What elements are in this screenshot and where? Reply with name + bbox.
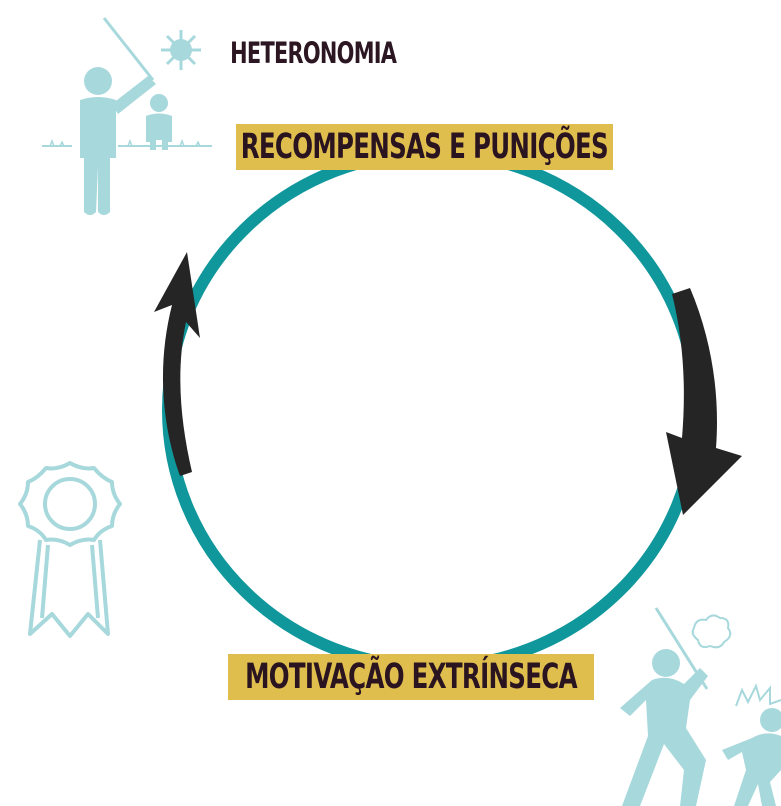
label-bottom-background (228, 654, 594, 700)
clockwise-arrow-icon (666, 288, 742, 515)
label-rewards-punishments: RECOMPENSAS E PUNIÇÕES (240, 127, 609, 167)
adult-child-sun-icon (42, 17, 212, 215)
label-top-background (236, 124, 613, 170)
chasing-figures-icon (620, 607, 781, 806)
cycle-ring (162, 147, 702, 673)
award-ribbon-icon (18, 461, 122, 638)
counterclockwise-arrow-icon (154, 252, 200, 476)
label-extrinsic-motivation: MOTIVAÇÃO EXTRÍNSECA (245, 657, 577, 697)
diagram-title: HETERONOMIA (230, 36, 397, 70)
